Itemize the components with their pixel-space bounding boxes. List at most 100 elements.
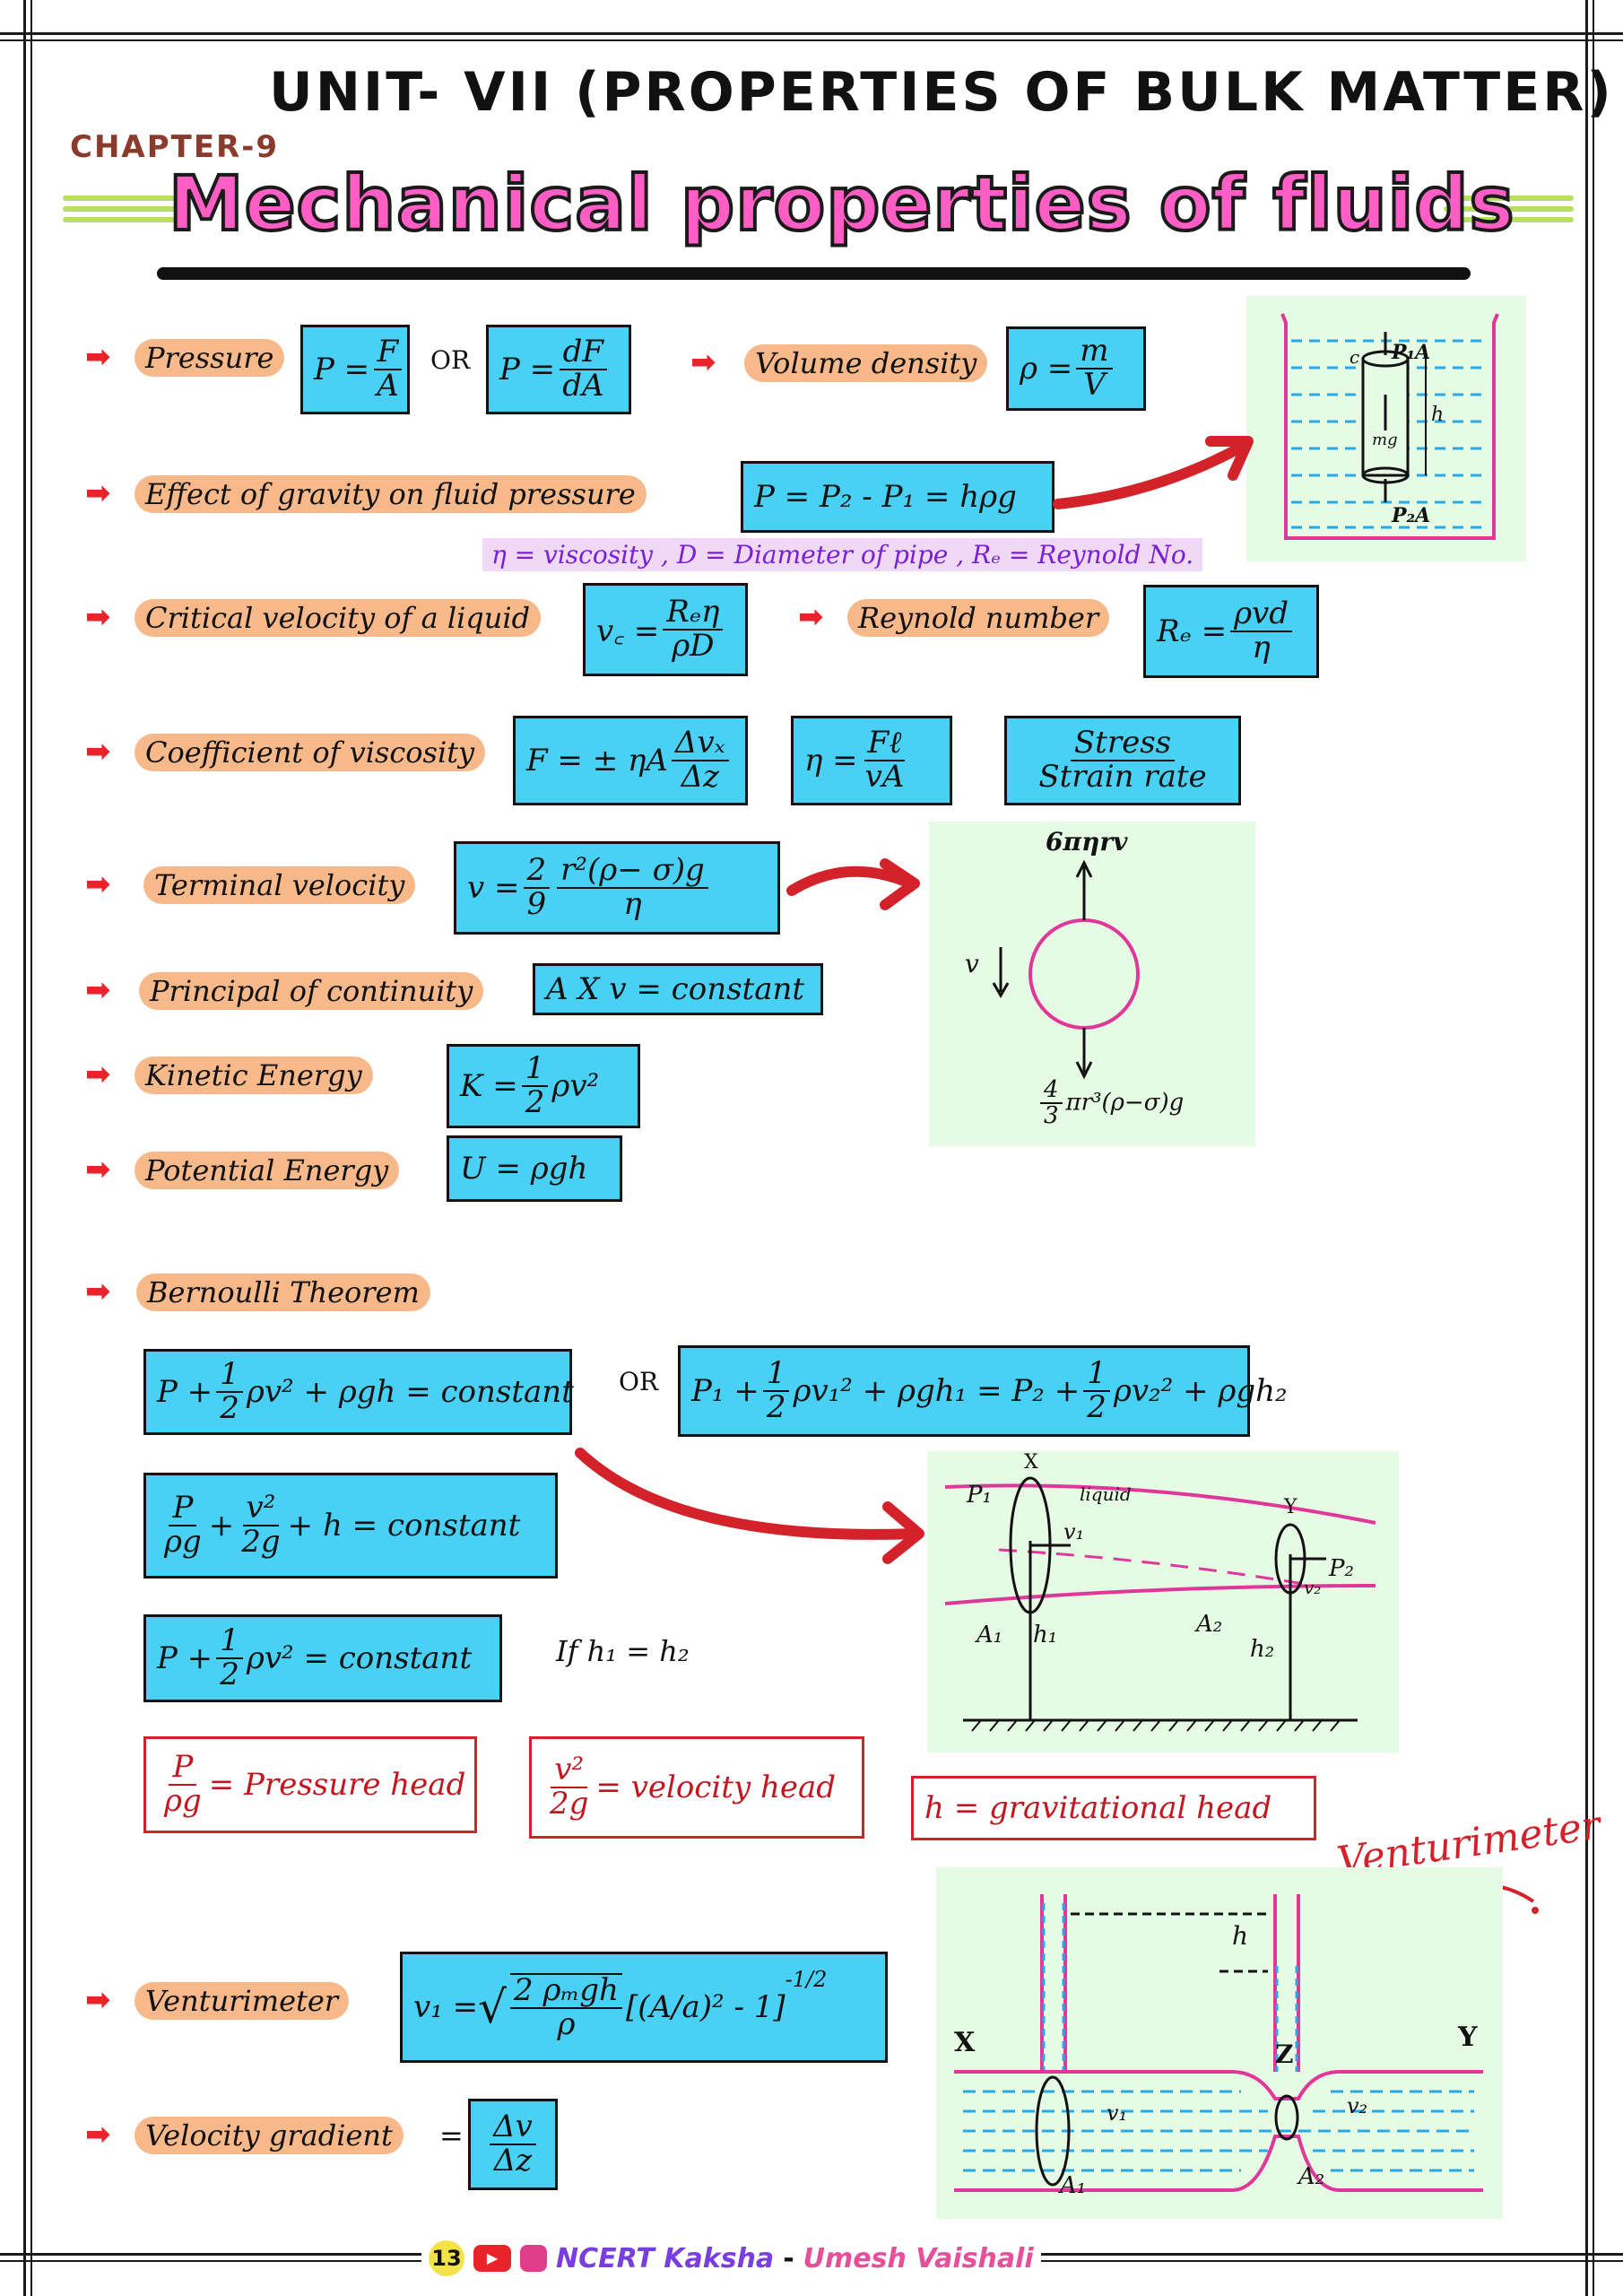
frame-left-line: [23, 0, 26, 2296]
container-height-label: h: [1431, 404, 1445, 426]
venturi-a1-label: A₁: [1060, 2172, 1087, 2199]
bullet-arrow-icon: ➡: [85, 734, 111, 770]
bullet-arrow-icon: ➡: [85, 599, 111, 635]
venturi-v1-label: v₁: [1107, 2100, 1128, 2126]
continuity-formula: A X v = constant: [533, 963, 823, 1015]
critical-velocity-label: Critical velocity of a liquid: [135, 599, 542, 637]
velocity-gradient-label: Velocity gradient: [135, 2117, 404, 2154]
bernoulli-label: Bernoulli Theorem: [136, 1274, 430, 1311]
venturimeter-diagram: h X Z Y v₁ v₂ A₁ A₂: [936, 1867, 1503, 2219]
pressure-label: Pressure: [135, 339, 285, 377]
venturi-y-label: Y: [1458, 2022, 1478, 2053]
or-text: OR: [430, 345, 471, 375]
viscous-force-label: 6πηrv: [1046, 827, 1128, 857]
frame-top-line-2: [0, 39, 1623, 41]
pipe-liquid-label: liquid: [1080, 1483, 1132, 1505]
instagram-icon: [520, 2245, 547, 2272]
pipe-a1-label: A₁: [976, 1622, 1003, 1648]
venturi-v2-label: v₂: [1347, 2093, 1368, 2118]
bullet-arrow-icon: ➡: [85, 1982, 111, 2018]
pipe-h1-label: h₁: [1033, 1622, 1058, 1648]
continuity-label: Principal of continuity: [139, 972, 484, 1010]
pipe-h2-label: h₂: [1250, 1636, 1275, 1663]
footer-brand: NCERT Kaksha: [556, 2242, 775, 2274]
venturi-x-label: X: [954, 2027, 976, 2058]
container-c-label: c: [1350, 346, 1360, 368]
symbol-note: η = viscosity , D = Diameter of pipe , R…: [482, 538, 1203, 571]
venturi-svg: [954, 1894, 1483, 2192]
kinetic-energy-label: Kinetic Energy: [135, 1057, 373, 1094]
bullet-arrow-icon: ➡: [798, 599, 824, 635]
or-text: OR: [619, 1367, 659, 1396]
sphere-svg: [992, 859, 1140, 1080]
container-top-label: P₁A: [1392, 341, 1431, 364]
bullet-arrow-icon: ➡: [85, 1274, 111, 1309]
pipe-svg: [944, 1476, 1376, 1732]
red-arrow-icon: [786, 858, 920, 910]
red-curved-arrow-icon: [575, 1448, 924, 1564]
sphere-velocity-label: v: [965, 949, 979, 978]
bullet-arrow-icon: ➡: [85, 1057, 111, 1092]
youtube-icon: ▶: [473, 2245, 511, 2272]
bullet-arrow-icon: ➡: [85, 339, 111, 375]
venturi-z-label: Z: [1275, 2039, 1294, 2069]
venturimeter-label: Venturimeter: [135, 1982, 350, 2020]
bullet-arrow-icon: ➡: [85, 972, 111, 1008]
footer-dash: -: [783, 2242, 794, 2274]
frame-right-line: [1585, 0, 1588, 2296]
pipe-x-label: X: [1024, 1451, 1038, 1474]
red-curved-arrow-icon: [1053, 436, 1254, 509]
gravity-label: Effect of gravity on fluid pressure: [135, 475, 647, 513]
reynold-label: Reynold number: [847, 599, 1110, 637]
bullet-arrow-icon: ➡: [690, 344, 716, 380]
bullet-arrow-icon: ➡: [85, 866, 111, 902]
main-title: Mechanical properties of fluids: [167, 158, 1515, 249]
potential-energy-label: Potential Energy: [135, 1152, 400, 1189]
unit-title: UNIT- VII (PROPERTIES OF BULK MATTER): [269, 61, 1614, 124]
title-decoration-left: [63, 190, 179, 228]
potential-energy-formula: U = ρgh: [447, 1135, 622, 1202]
viscosity-label: Coefficient of viscosity: [135, 734, 486, 771]
gravitational-head-box: h = gravitational head: [911, 1776, 1316, 1840]
bullet-arrow-icon: ➡: [85, 475, 111, 511]
title-decoration-right: [1444, 190, 1574, 228]
page-number: 13: [429, 2240, 464, 2276]
container-weight-label: mg: [1372, 430, 1398, 449]
density-label: Volume density: [744, 344, 988, 382]
gravity-formula: P = P₂ - P₁ = hρg: [741, 461, 1055, 533]
velocity-gradient-equals: =: [439, 2118, 464, 2152]
chapter-label: CHAPTER-9: [70, 129, 280, 165]
pipe-y-label: Y: [1284, 1496, 1298, 1518]
pipe-p1-label: P₁: [967, 1482, 992, 1509]
pressure-container-diagram: P₁A c mg h P₂A: [1246, 296, 1526, 561]
frame-top-line: [0, 32, 1623, 35]
equal-height-condition: If h₁ = h₂: [556, 1634, 690, 1668]
venturi-h-label: h: [1232, 1921, 1249, 1951]
bullet-arrow-icon: ➡: [85, 2117, 111, 2152]
frame-left-line-2: [30, 0, 32, 2296]
footer-author: Umesh Vaishali: [803, 2242, 1034, 2274]
pipe-v2-label: v₂: [1304, 1577, 1322, 1598]
pipe-p2-label: P₂: [1329, 1555, 1354, 1582]
container-svg: [1280, 313, 1499, 540]
pipe-v1-label: v₁: [1063, 1519, 1085, 1544]
